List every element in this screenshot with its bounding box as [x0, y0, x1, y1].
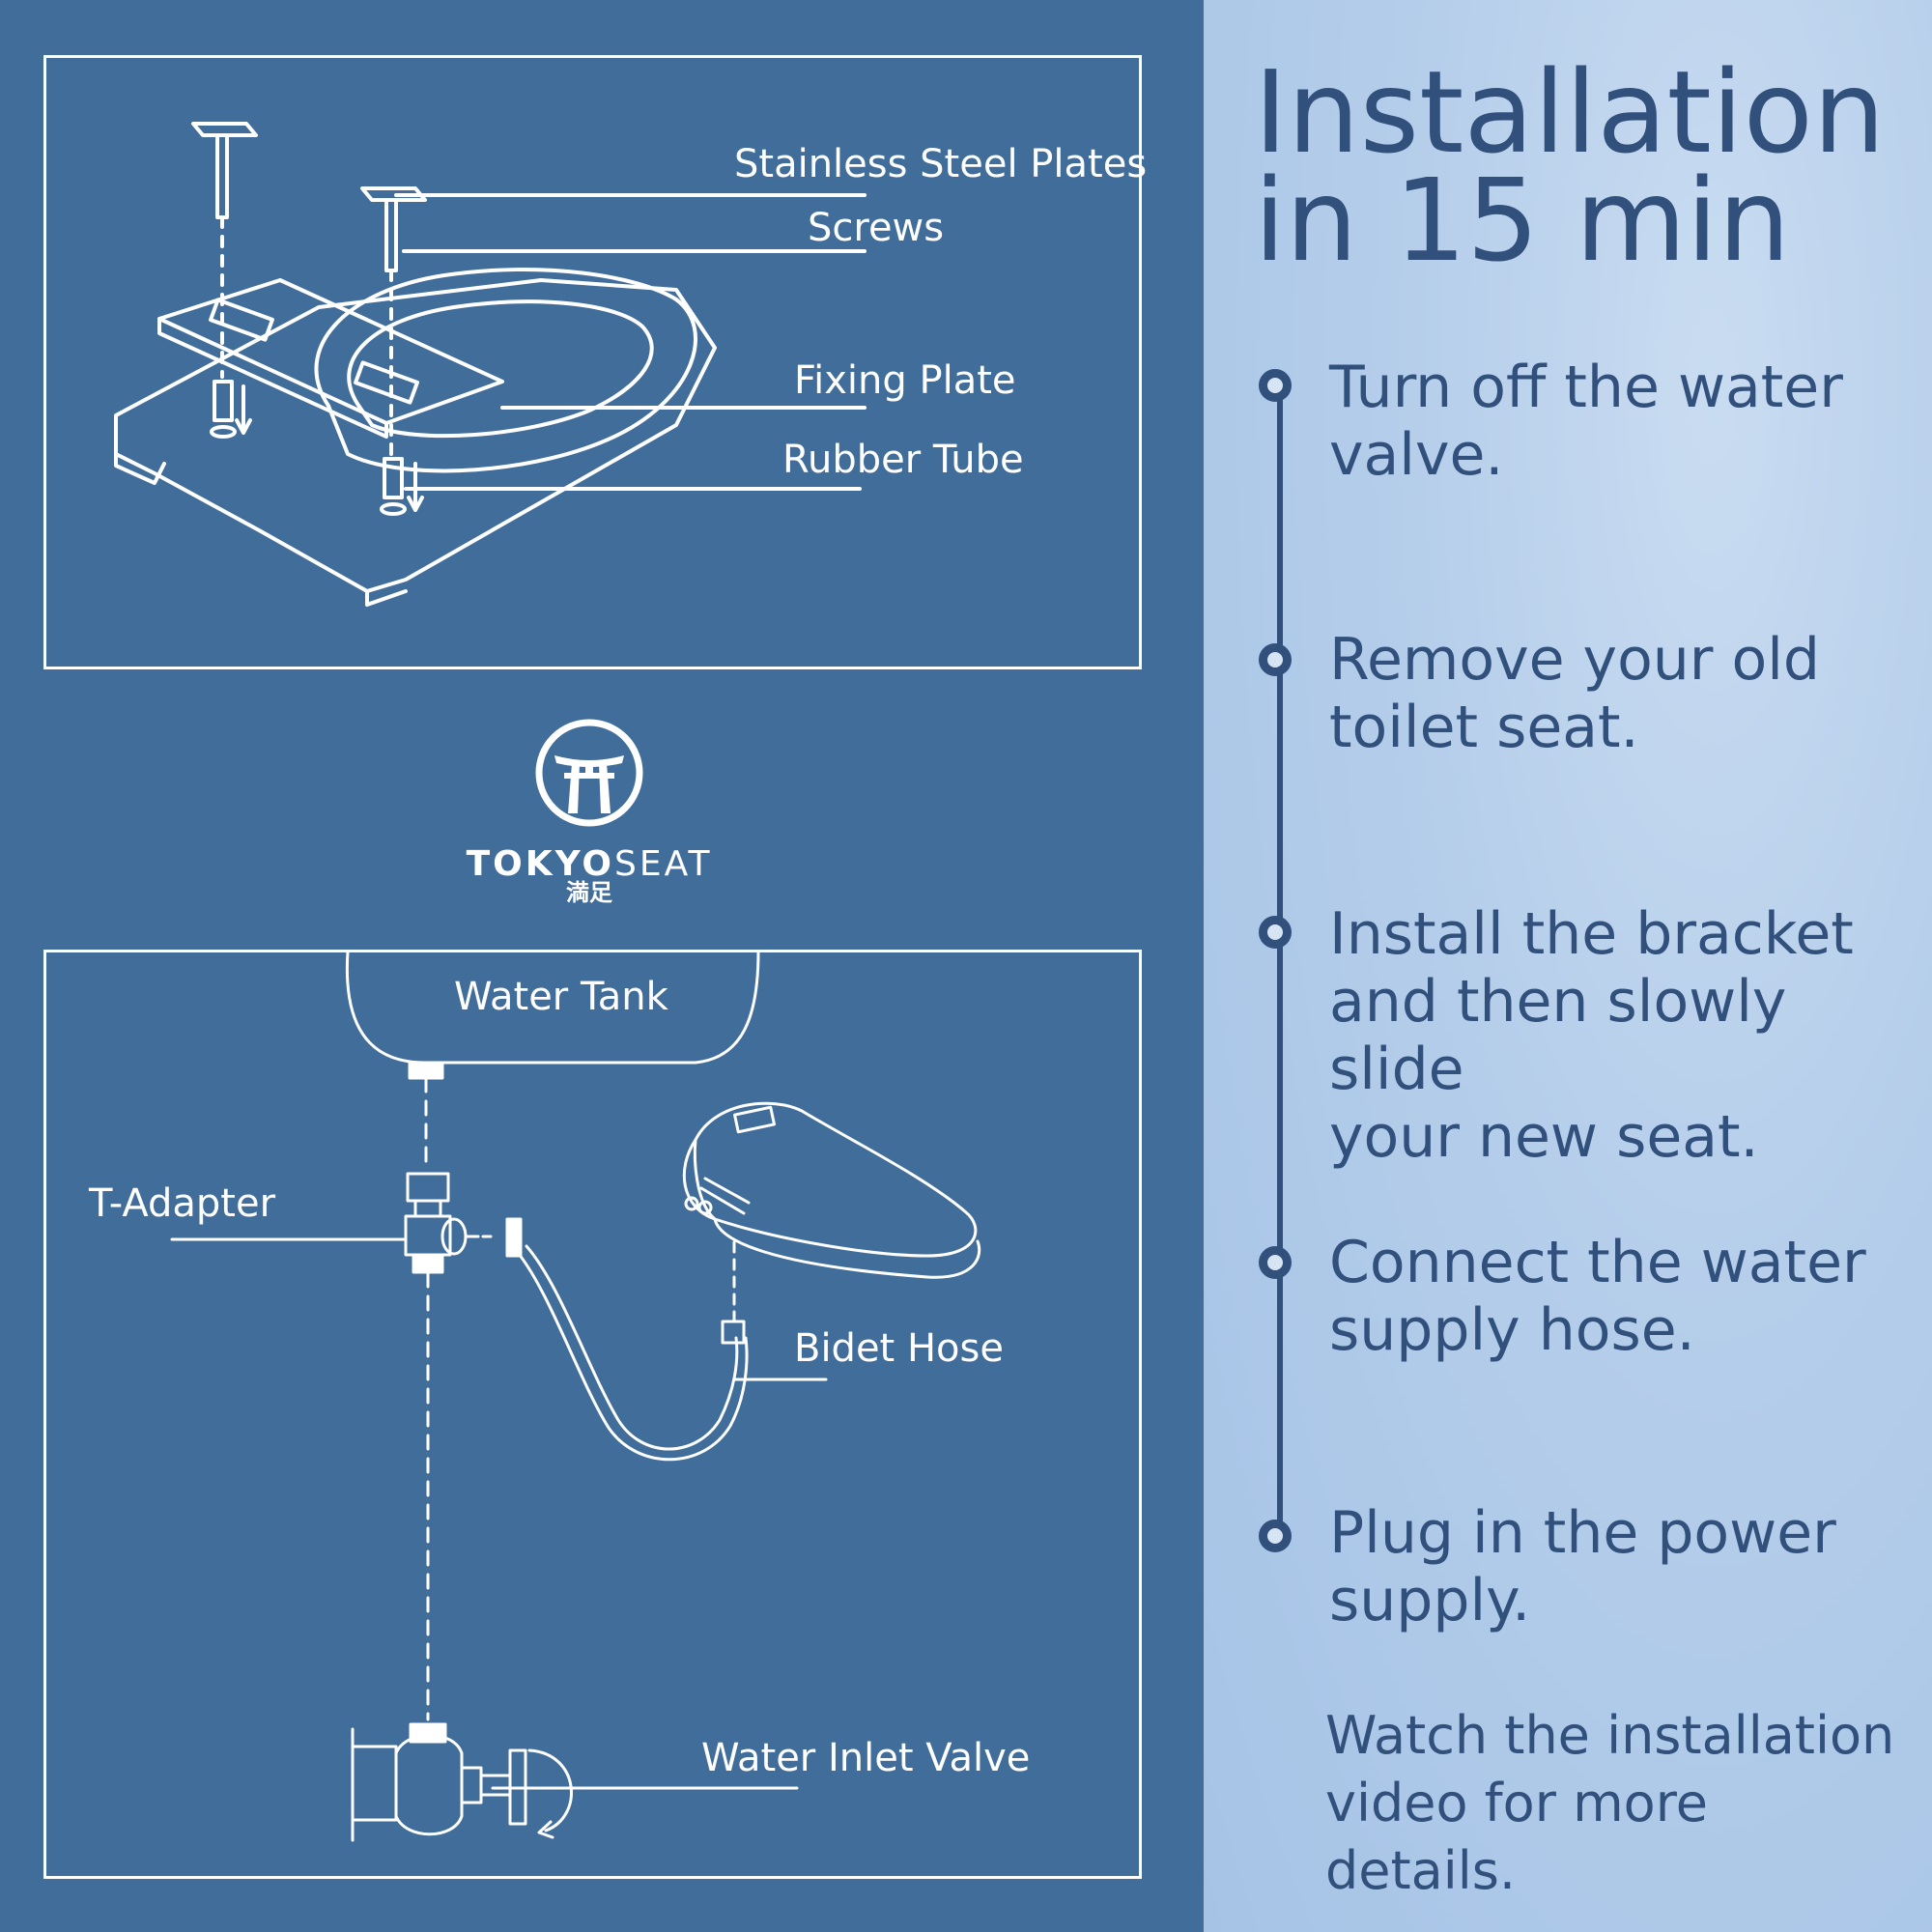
title-line-1: Installation: [1254, 45, 1886, 179]
step-1-line-1: Turn off the water: [1329, 354, 1843, 421]
label-screws: Screws: [808, 206, 945, 250]
page-title: Installation in 15 min: [1254, 45, 1886, 287]
step-3-marker-icon: [1259, 916, 1292, 949]
step-5-line-2: supply.: [1329, 1567, 1531, 1634]
water-supply-diagram-frame: [43, 950, 1142, 1879]
footnote: Watch the installation video for more de…: [1325, 1702, 1905, 1905]
step-4: Connect the water supply hose.: [1329, 1229, 1909, 1364]
label-fixing-plate: Fixing Plate: [794, 358, 1016, 403]
step-2: Remove your old toilet seat.: [1329, 626, 1909, 761]
brand-name-bold: TOKYO: [466, 844, 615, 884]
step-1-marker-icon: [1259, 369, 1292, 402]
brand-subtitle: 満足: [566, 879, 612, 906]
timeline-line: [1277, 377, 1283, 1536]
step-5-line-1: Plug in the power: [1329, 1499, 1836, 1567]
step-5: Plug in the power supply.: [1329, 1499, 1909, 1634]
step-3: Install the bracket and then slowly slid…: [1329, 900, 1909, 1171]
step-2-line-1: Remove your old: [1329, 626, 1821, 694]
water-inlet-valve-shape: [394, 1733, 464, 1836]
right-panel: [1204, 0, 1932, 1932]
step-4-line-1: Connect the water: [1329, 1229, 1866, 1296]
seat-ring: [314, 268, 697, 473]
step-1-line-2: valve.: [1329, 421, 1504, 489]
step-3-line-3: your new seat.: [1329, 1103, 1759, 1171]
step-4-marker-icon: [1259, 1246, 1292, 1279]
label-water-inlet-valve: Water Inlet Valve: [701, 1736, 1031, 1780]
label-t-adapter: T-Adapter: [89, 1181, 276, 1226]
bracket-diagram-frame: [43, 55, 1142, 669]
step-2-line-2: toilet seat.: [1329, 694, 1639, 761]
step-5-marker-icon: [1259, 1520, 1292, 1552]
torii-logo-icon: [535, 719, 643, 827]
label-stainless-steel-plates: Stainless Steel Plates: [734, 142, 1148, 186]
footnote-line-1: Watch the installation: [1325, 1705, 1895, 1766]
step-4-line-2: supply hose.: [1329, 1296, 1695, 1364]
step-2-marker-icon: [1259, 643, 1292, 676]
screw-right: [360, 186, 427, 202]
left-panel: [0, 0, 1204, 1932]
label-water-tank: Water Tank: [454, 975, 668, 1019]
bracket-diagram: [114, 122, 867, 607]
step-3-line-1: Install the bracket: [1329, 900, 1854, 968]
t-adapter-shape: [406, 1172, 450, 1203]
label-bidet-hose: Bidet Hose: [794, 1326, 1004, 1371]
water-supply-diagram: [170, 950, 981, 1842]
footnote-line-2: video for more details.: [1325, 1773, 1708, 1901]
bidet-hose-shape: [525, 1244, 739, 1451]
step-3-line-2: and then slowly slide: [1329, 968, 1787, 1103]
label-rubber-tube: Rubber Tube: [782, 438, 1024, 482]
brand-name-light: SEAT: [614, 844, 713, 884]
step-1: Turn off the water valve.: [1329, 354, 1909, 489]
title-line-2: in 15 min: [1254, 154, 1791, 287]
toilet-base-outline: [114, 278, 717, 593]
brand-name: TOKYOSEAT: [464, 844, 715, 884]
screw-left: [191, 122, 258, 137]
fixing-plate-shape: [157, 278, 504, 425]
bidet-seat-shape: [682, 1101, 978, 1258]
